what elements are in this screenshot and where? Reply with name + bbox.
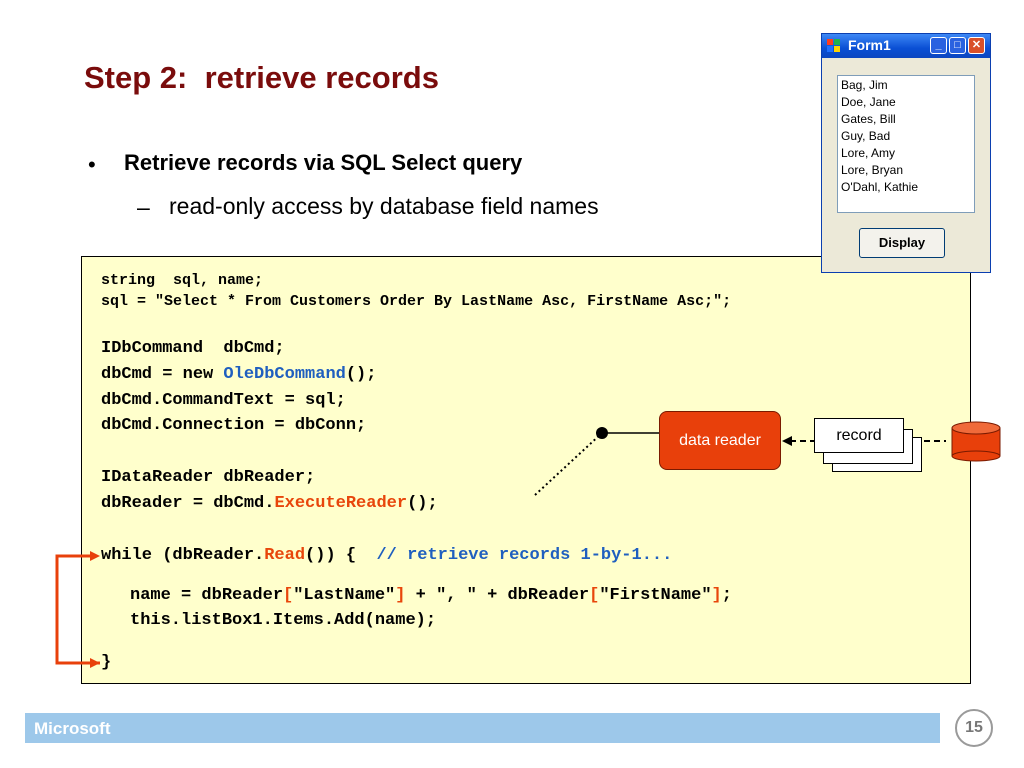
list-item[interactable]: O'Dahl, Kathie — [841, 180, 918, 194]
minimize-button[interactable]: _ — [930, 37, 947, 54]
code-token: ()) { — [305, 546, 377, 565]
list-item[interactable]: Lore, Bryan — [841, 163, 904, 177]
code-token: dbReader = dbCmd. — [101, 494, 275, 513]
form1-window: Form1 _ □ ✕ Bag, Jim Doe, Jane Gates, Bi… — [821, 33, 991, 273]
database-icon — [951, 421, 1001, 462]
bullet-text: Retrieve records via SQL Select query — [124, 150, 523, 175]
list-item[interactable]: Bag, Jim — [841, 78, 888, 92]
code-token: while (dbReader. — [101, 546, 265, 565]
code-line-name-assign: name = dbReader["LastName"] + ", " + dbR… — [130, 587, 732, 605]
record-label: record — [836, 427, 882, 444]
code-line-executereader: dbReader = dbCmd.ExecuteReader(); — [101, 495, 438, 513]
footer-bar — [25, 713, 940, 743]
code-line-declare: string sql, name; — [101, 272, 264, 289]
code-token: (); — [345, 365, 377, 384]
code-line-idbcommand: IDbCommand dbCmd; — [101, 339, 285, 358]
footer-brand: Microsoft — [34, 719, 111, 738]
bullet-dot: • — [88, 152, 96, 177]
code-comment: // retrieve records 1-by-1... — [376, 546, 673, 565]
code-token: "FirstName" — [599, 586, 712, 605]
code-token: (); — [407, 494, 438, 513]
code-line-close-brace: } — [101, 653, 112, 672]
code-box — [81, 256, 971, 684]
code-token: ; — [721, 586, 732, 605]
code-line-while: while (dbReader.Read()) { // retrieve re… — [101, 547, 672, 565]
code-token-bracket: [ — [589, 586, 600, 605]
code-token-bracket: [ — [283, 586, 294, 605]
list-item[interactable]: Doe, Jane — [841, 95, 896, 109]
sub-bullet-dash: – — [137, 194, 150, 220]
app-icon — [827, 39, 840, 52]
slide-title: Step 2: retrieve records — [84, 60, 439, 95]
list-item[interactable]: Guy, Bad — [841, 129, 891, 143]
data-reader-box: data reader — [659, 411, 781, 470]
list-item[interactable]: Lore, Amy — [841, 146, 896, 160]
code-token-bracket: ] — [395, 586, 406, 605]
loop-arrow — [55, 551, 100, 668]
code-token-executereader: ExecuteReader — [274, 494, 408, 513]
window-title: Form1 — [848, 37, 891, 53]
close-button[interactable]: ✕ — [968, 37, 985, 54]
code-token-oledbcommand: OleDbCommand — [223, 365, 346, 384]
code-token-bracket: ] — [711, 586, 722, 605]
code-token-read: Read — [264, 546, 306, 565]
sub-bullet-text: read-only access by database field names — [169, 193, 599, 219]
code-token: + ", " + dbReader — [405, 586, 590, 605]
maximize-button[interactable]: □ — [949, 37, 966, 54]
code-line-idatareader: IDataReader dbReader; — [101, 468, 316, 487]
code-token: dbCmd = new — [101, 365, 224, 384]
reader-connector — [534, 427, 659, 496]
code-token: name = dbReader — [130, 586, 284, 605]
display-button[interactable]: Display — [859, 228, 945, 258]
code-line-connection: dbCmd.Connection = dbConn; — [101, 416, 367, 435]
listbox[interactable]: Bag, Jim Doe, Jane Gates, Bill Guy, Bad … — [837, 75, 975, 213]
code-line-new-command: dbCmd = new OleDbCommand(); — [101, 366, 376, 384]
code-line-sql: sql = "Select * From Customers Order By … — [101, 293, 732, 310]
record-card-front: record — [814, 418, 904, 453]
list-item[interactable]: Gates, Bill — [841, 112, 896, 126]
code-token: "LastName" — [293, 586, 396, 605]
window-titlebar[interactable]: Form1 _ □ ✕ — [822, 34, 990, 58]
record-arrow — [782, 436, 946, 446]
page-number: 15 — [955, 709, 993, 747]
code-line-listbox-add: this.listBox1.Items.Add(name); — [130, 611, 437, 630]
code-line-commandtext: dbCmd.CommandText = sql; — [101, 391, 346, 410]
